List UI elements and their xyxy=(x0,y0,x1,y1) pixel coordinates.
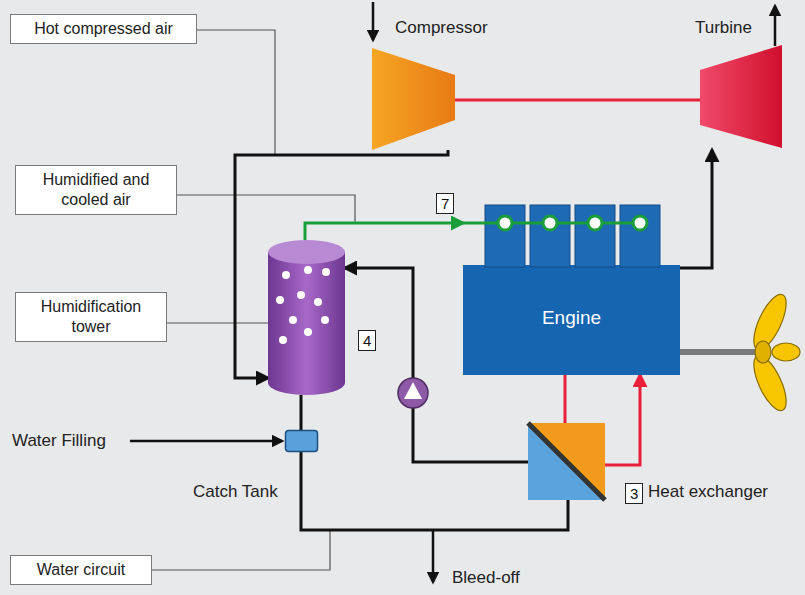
part-name: Catch Tank xyxy=(193,482,278,502)
red-flow-line xyxy=(605,375,640,465)
black-flow-line xyxy=(680,150,712,268)
callout-text: Humidified and cooled air xyxy=(26,170,166,210)
callout-box: Water circuit xyxy=(10,555,152,585)
red-flow-line xyxy=(564,375,567,423)
exhaust-arrow xyxy=(774,6,777,46)
compressor: Compressor xyxy=(372,45,455,150)
callout-number: 3 xyxy=(625,483,643,504)
engine-shape xyxy=(463,205,680,375)
callout-text: Water circuit xyxy=(21,560,141,580)
turbine-drawing xyxy=(700,45,782,150)
callout-text: Hot compressed air xyxy=(21,19,186,39)
part-name: Turbine xyxy=(695,18,752,38)
humidification-tower-drawing xyxy=(268,240,345,395)
black-flow-line xyxy=(300,395,303,430)
leader-line xyxy=(150,30,275,155)
callout-text: Humidification tower xyxy=(26,297,156,337)
catch-tank-drawing xyxy=(285,430,318,452)
part-name: Compressor xyxy=(395,18,488,38)
water-filling-arrow xyxy=(130,440,282,443)
engine: Engine xyxy=(463,205,680,375)
callout-box: Hot compressed air xyxy=(10,14,197,44)
flow-label: Bleed-off xyxy=(452,568,520,588)
humidification-tower: 4 xyxy=(268,240,345,395)
catch-tank-shape xyxy=(286,431,318,452)
engine-drawing xyxy=(463,205,680,375)
part-name: Heat exchanger xyxy=(648,482,768,502)
propeller xyxy=(680,290,800,415)
air-inlet-arrow xyxy=(372,2,375,40)
black-flow-line xyxy=(301,452,568,530)
catch-tank: Catch Tank xyxy=(285,430,318,452)
pump-symbol xyxy=(398,378,428,408)
callout-number: 7 xyxy=(436,193,454,214)
callout-number: 4 xyxy=(358,330,376,351)
turbine: Turbine xyxy=(700,45,782,150)
callout-box: Humidification tower xyxy=(15,292,167,342)
turbo-shaft xyxy=(455,99,700,102)
heat-exchanger-drawing xyxy=(528,423,605,500)
part-name: Engine xyxy=(463,307,680,330)
flow-label: Water Filling xyxy=(12,431,106,451)
bleed-off-arrow xyxy=(432,530,435,582)
humidification-tower-shape xyxy=(268,240,345,395)
compressor-drawing xyxy=(372,45,455,150)
green-flow-line xyxy=(305,223,463,240)
heat-exchanger-shape xyxy=(528,423,605,500)
compressor-shape xyxy=(372,48,455,150)
callout-box: Humidified and cooled air xyxy=(15,165,177,215)
heat-exchanger: 3Heat exchanger xyxy=(528,423,605,500)
turbine-shape xyxy=(700,45,782,148)
